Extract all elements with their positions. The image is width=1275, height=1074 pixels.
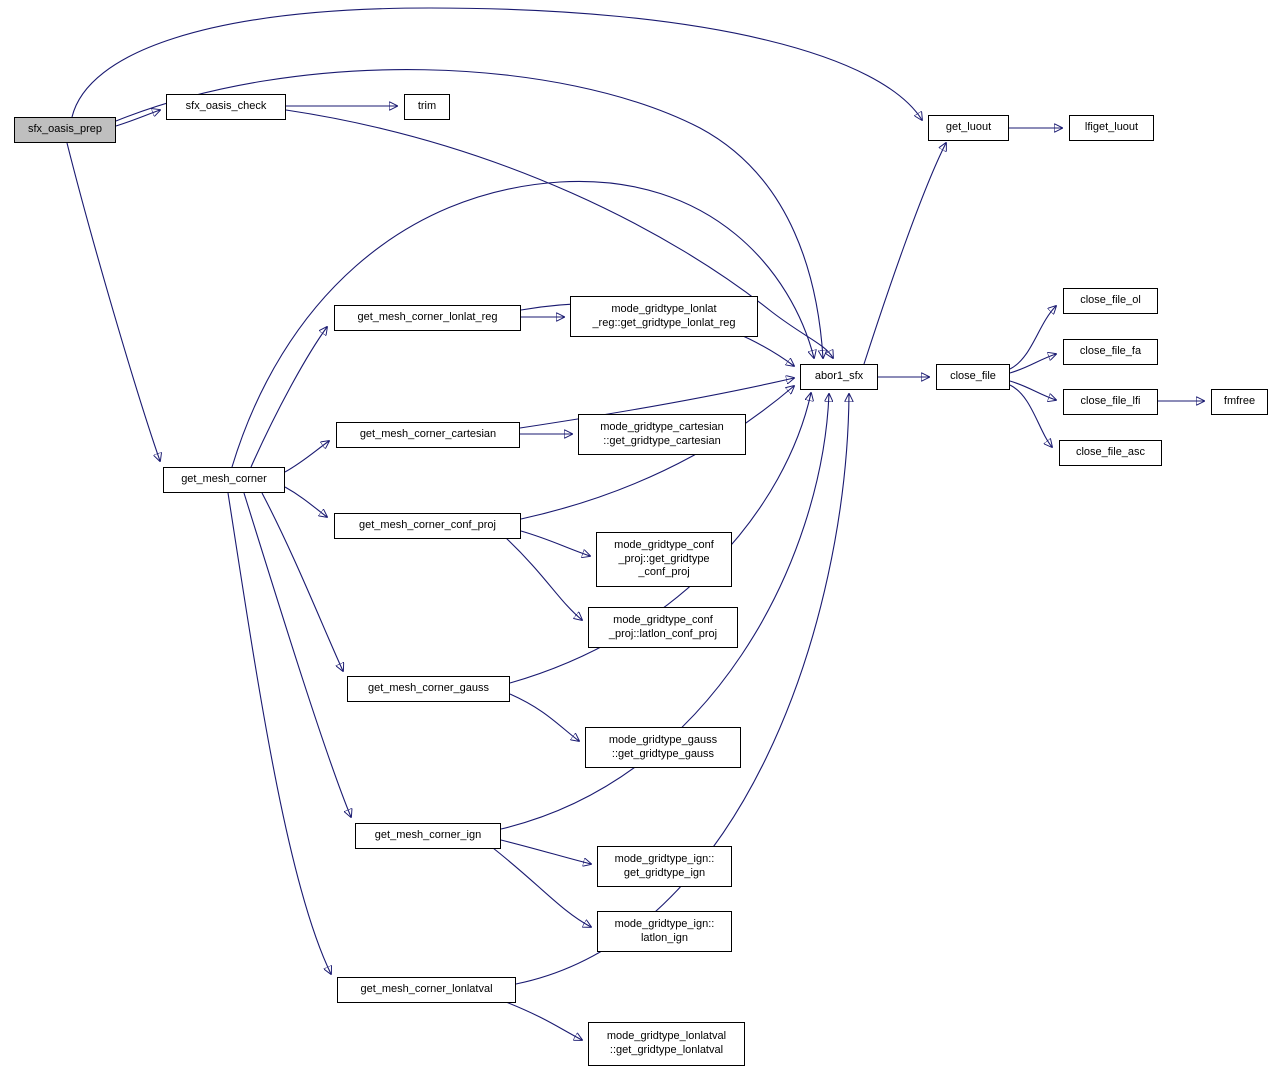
node-close_file_ol[interactable]: close_file_ol [1063,288,1158,314]
node-abor1_sfx[interactable]: abor1_sfx [800,364,878,390]
node-get_mesh_corner_gauss[interactable]: get_mesh_corner_gauss [347,676,510,702]
node-get_mesh_corner_lonlatval[interactable]: get_mesh_corner_lonlatval [337,977,516,1003]
edge-sfx_oasis_prep-to-get_mesh_corner [66,142,160,461]
node-mode_gridtype_cartesian-get_gridtype_cartesian[interactable]: mode_gridtype_cartesian ::get_gridtype_c… [578,414,746,455]
node-mode_gridtype_lonlat_reg-get_gridtype_lonlat_reg[interactable]: mode_gridtype_lonlat _reg::get_gridtype_… [570,296,758,337]
edge-get_mesh_corner_lonlatval-to-m_lonlatval [505,1001,582,1040]
edge-get_mesh_corner_ign-to-abor1_sfx [500,394,829,830]
node-trim[interactable]: trim [404,94,450,120]
edge-get_mesh_corner_gauss-to-m_gauss [509,693,579,741]
node-get_mesh_corner_ign[interactable]: get_mesh_corner_ign [355,823,501,849]
edge-sfx_oasis_prep-to-abor1_sfx [115,69,823,358]
edge-get_mesh_corner-to-get_mesh_corner_lonlat_reg [250,327,327,468]
edge-get_mesh_corner_conf_proj-to-abor1_sfx [520,386,794,520]
edge-get_mesh_corner-to-get_mesh_corner_ign [243,492,351,817]
node-close_file_fa[interactable]: close_file_fa [1063,339,1158,365]
node-close_file[interactable]: close_file [936,364,1010,390]
edge-get_mesh_corner_cartesian-to-abor1_sfx [519,378,794,429]
edge-close_file-to-close_file_lfi [1009,380,1056,400]
edge-get_mesh_corner-to-get_mesh_corner_gauss [261,492,343,671]
edge-sfx_oasis_prep-to-get_luout [71,7,922,120]
node-mode_gridtype_lonlatval-get_gridtype_lonlatval[interactable]: mode_gridtype_lonlatval ::get_gridtype_l… [588,1022,745,1066]
node-fmfree[interactable]: fmfree [1211,389,1268,415]
node-get_luout[interactable]: get_luout [928,115,1009,141]
edge-get_mesh_corner_ign-to-m_ign_get [500,839,591,864]
node-get_mesh_corner_cartesian[interactable]: get_mesh_corner_cartesian [336,422,520,448]
node-mode_gridtype_ign-get_gridtype_ign[interactable]: mode_gridtype_ign:: get_gridtype_ign [597,846,732,887]
edge-close_file-to-close_file_fa [1009,354,1056,374]
edge-get_mesh_corner-to-get_mesh_corner_conf_proj [284,486,327,517]
node-get_mesh_corner_conf_proj[interactable]: get_mesh_corner_conf_proj [334,513,521,539]
node-mode_gridtype_conf_proj-latlon_conf_proj[interactable]: mode_gridtype_conf _proj::latlon_conf_pr… [588,607,738,648]
edge-get_mesh_corner_lonlatval-to-abor1_sfx [515,394,849,985]
node-mode_gridtype_gauss-get_gridtype_gauss[interactable]: mode_gridtype_gauss ::get_gridtype_gauss [585,727,741,768]
edge-get_mesh_corner_conf_proj-to-m_conf_proj_get [520,530,590,556]
node-close_file_lfi[interactable]: close_file_lfi [1063,389,1158,415]
node-get_mesh_corner_lonlat_reg[interactable]: get_mesh_corner_lonlat_reg [334,305,521,331]
edge-abor1_sfx-to-get_luout [863,143,946,365]
edge-get_mesh_corner-to-get_mesh_corner_lonlatval [227,492,331,974]
edge-get_mesh_corner-to-abor1_sfx [231,180,814,468]
node-mode_gridtype_ign-latlon_ign[interactable]: mode_gridtype_ign:: latlon_ign [597,911,732,952]
edge-close_file-to-close_file_asc [1009,384,1052,447]
edge-sfx_oasis_prep-to-sfx_oasis_check [115,110,160,127]
node-get_mesh_corner[interactable]: get_mesh_corner [163,467,285,493]
node-sfx_oasis_check[interactable]: sfx_oasis_check [166,94,286,120]
node-lfiget_luout[interactable]: lfiget_luout [1069,115,1154,141]
node-sfx_oasis_prep: sfx_oasis_prep [14,117,116,143]
edge-close_file-to-close_file_ol [1009,306,1056,370]
node-close_file_asc[interactable]: close_file_asc [1059,440,1162,466]
edge-get_mesh_corner_ign-to-m_ign_latlon [492,847,591,927]
edge-get_mesh_corner-to-get_mesh_corner_cartesian [284,441,329,473]
edge-get_mesh_corner_conf_proj-to-m_conf_proj_latlon [505,537,582,620]
node-mode_gridtype_conf_proj-get_gridtype_conf_proj[interactable]: mode_gridtype_conf _proj::get_gridtype _… [596,532,732,587]
